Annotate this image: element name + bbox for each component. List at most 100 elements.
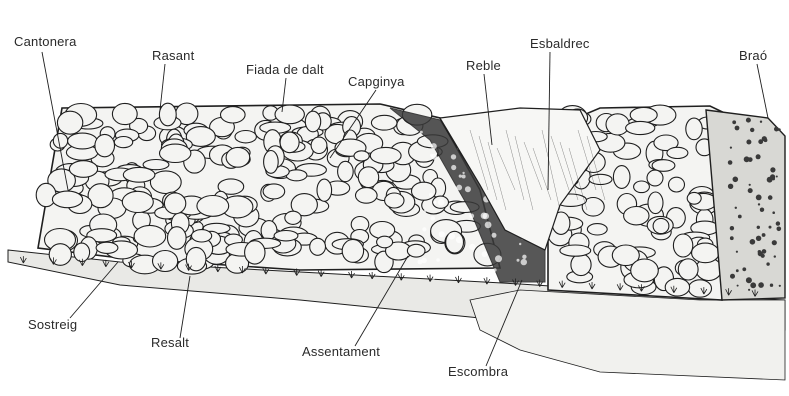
rubble-speck [459, 175, 462, 178]
stone [634, 181, 650, 193]
vegetation-speck [772, 240, 777, 245]
stone [69, 161, 97, 178]
vegetation-speck [761, 254, 765, 258]
rasant-leader [160, 64, 165, 110]
vegetation-speck [748, 188, 753, 193]
vegetation-speck [742, 267, 746, 271]
stone [669, 177, 685, 192]
stone [226, 147, 250, 167]
stone-foundation [153, 251, 178, 272]
stone [285, 211, 301, 224]
vegetation-speck [750, 128, 754, 132]
vegetation-speck [728, 160, 733, 165]
vegetation-speck [756, 154, 761, 159]
stone [197, 196, 229, 217]
vegetation-speck [756, 195, 762, 201]
rubble-speck [469, 244, 475, 250]
stone [587, 224, 607, 235]
vegetation-speck [762, 136, 767, 141]
label-sostreig: Sostreig [28, 317, 77, 332]
vegetation-speck [768, 195, 773, 200]
label-resalt: Resalt [151, 335, 189, 350]
vegetation-speck [777, 227, 782, 232]
stone [665, 278, 689, 296]
rubble-speck [420, 131, 423, 134]
stone [122, 191, 153, 212]
stone [311, 137, 327, 153]
label-fiada-de-dalt: Fiada de dalt [246, 62, 324, 77]
stone [280, 132, 299, 153]
label-escombra: Escombra [448, 364, 508, 379]
stone-top-course [159, 103, 176, 126]
vegetation-speck [733, 177, 739, 183]
stone-top-course [57, 111, 82, 134]
stone [571, 254, 591, 276]
rubble-speck [424, 210, 427, 213]
label-capginya: Capginya [348, 74, 405, 89]
label-rasant: Rasant [152, 48, 194, 63]
stone-foundation [168, 227, 187, 250]
vegetation-speck [758, 203, 760, 205]
vegetation-speck [750, 239, 756, 245]
rubble-speck [519, 243, 521, 245]
vegetation-speck [779, 285, 781, 287]
label-reble: Reble [466, 58, 501, 73]
stone [114, 137, 132, 148]
stone-top-course [235, 131, 256, 143]
vegetation-speck [728, 184, 733, 189]
vegetation-speck [730, 236, 734, 240]
stone [673, 234, 692, 257]
stone-foundation [192, 230, 212, 242]
stone [354, 151, 369, 161]
vegetation-speck [730, 274, 735, 279]
vegetation-speck [730, 226, 734, 230]
vegetation-speck [736, 269, 739, 272]
stone-top-course [221, 107, 246, 123]
label-cantonera: Cantonera [14, 34, 77, 49]
rubble-speck [436, 258, 440, 262]
stone [370, 147, 401, 163]
stone-foundation [186, 247, 206, 270]
stone [385, 193, 404, 208]
stone [412, 182, 436, 200]
rubble-speck [481, 213, 487, 219]
stone-foundation [310, 238, 326, 255]
vegetation-speck [750, 282, 756, 288]
rubble-speck [421, 163, 424, 166]
vegetation-speck [774, 127, 779, 132]
vegetation-speck [738, 215, 742, 219]
rubble-speck [451, 154, 456, 159]
vegetation-speck [762, 249, 767, 254]
stone [53, 133, 67, 148]
vegetation-speck [735, 126, 740, 131]
rubble-speck [469, 214, 474, 219]
stone [613, 166, 630, 189]
rubble-speck [451, 165, 456, 170]
stone [667, 147, 688, 158]
rubble-speck [482, 251, 488, 257]
stone-top-course [275, 105, 304, 124]
rubble-speck [485, 222, 492, 229]
rubble-speck [495, 255, 502, 262]
vegetation-speck [757, 226, 760, 229]
rubble-speck [422, 227, 426, 231]
stone [630, 107, 657, 122]
rubble-speck [438, 199, 445, 206]
stone [678, 259, 698, 280]
vegetation-speck [774, 255, 776, 257]
rubble-speck [462, 175, 466, 179]
rubble-speck [448, 233, 455, 240]
vegetation-speck [758, 282, 764, 288]
stone [95, 134, 115, 156]
stone-courses [36, 103, 735, 300]
rubble-speck [433, 201, 436, 204]
rubble-speck [462, 172, 464, 174]
rubble-speck [522, 255, 526, 259]
stone [631, 259, 659, 282]
stone [264, 151, 279, 174]
stone [648, 192, 663, 214]
stone-foundation [96, 242, 118, 253]
stone [606, 114, 629, 135]
